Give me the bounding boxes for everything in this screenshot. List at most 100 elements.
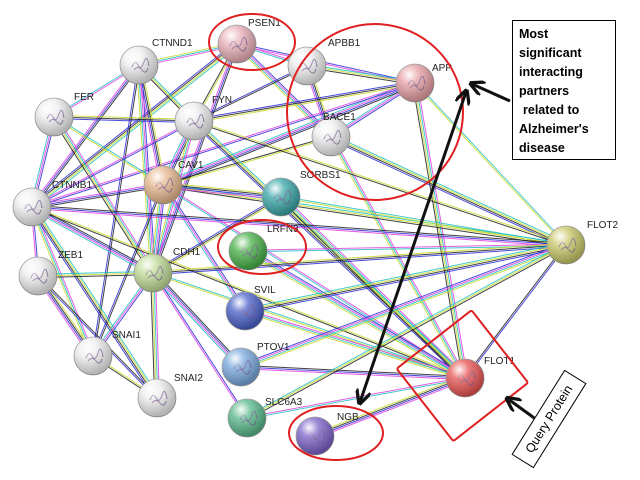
node-slc6a3[interactable]: SLC6A3	[227, 397, 303, 438]
edge-strand	[465, 245, 568, 379]
edge-sorbs1-cdh1	[151, 195, 283, 275]
node-gloss	[144, 166, 182, 204]
edge-ctnnb1-snai1	[30, 206, 95, 357]
edge-strand	[31, 206, 94, 357]
node-ctnnb1[interactable]: CTNNB1	[12, 180, 92, 227]
node-label: CDH1	[173, 247, 201, 258]
edge-cav1-svil	[161, 183, 247, 313]
node-sorbs1[interactable]: SORBS1	[261, 170, 341, 217]
edge-strand	[30, 207, 157, 399]
edge-strand	[29, 208, 156, 400]
node-apbb1[interactable]: APBB1	[287, 38, 361, 86]
edge-strand	[153, 272, 159, 398]
edge-strand	[151, 273, 157, 399]
node-gloss	[288, 47, 326, 85]
edge-strand	[162, 186, 281, 200]
edge-strand	[136, 65, 162, 186]
edge-strand	[32, 205, 154, 273]
annotation-line: Most	[519, 27, 549, 41]
edge-strand	[153, 272, 242, 367]
edge-strand	[163, 183, 466, 378]
highlight-psen1	[208, 13, 296, 71]
node-gloss	[35, 98, 73, 136]
node-gloss	[262, 178, 300, 216]
edge-strand	[247, 245, 568, 420]
edge-strand	[151, 273, 247, 419]
node-flot2[interactable]: FLOT2	[546, 220, 619, 265]
node-lrfn3[interactable]: LRFN3	[228, 224, 299, 271]
edge-ctnnb1-flot2	[31, 204, 567, 248]
node-label: SNAI1	[112, 330, 141, 341]
edge-fyn-flot2	[193, 119, 567, 247]
node-fer[interactable]: FER	[34, 92, 94, 137]
annotation-line: partners	[519, 84, 570, 98]
edge-strand	[161, 185, 245, 313]
annotation-line: related to	[523, 103, 580, 117]
node-flot1[interactable]: FLOT1	[445, 356, 516, 398]
node-gloss	[134, 254, 172, 292]
edge-strand	[162, 185, 281, 199]
edge-strand	[31, 42, 237, 207]
edge-flot1-flot2	[463, 244, 568, 379]
edge-strand	[154, 272, 160, 398]
annotation-line: interacting	[519, 65, 583, 79]
node-bace1[interactable]: BACE1	[311, 112, 356, 157]
edge-strand	[53, 118, 194, 124]
annotation-line: disease	[519, 141, 565, 155]
node-fyn[interactable]: FYN	[174, 95, 232, 141]
node-psen1[interactable]: PSEN1	[217, 18, 281, 64]
node-label: FYN	[212, 95, 232, 106]
edge-strand	[240, 366, 466, 379]
edge-strand	[33, 206, 95, 356]
node-cdh1[interactable]: CDH1	[133, 247, 201, 293]
node-gloss	[446, 359, 484, 397]
edge-strand	[162, 184, 246, 312]
edges-layer	[29, 41, 568, 439]
edge-ctnnb1-cdh1	[30, 204, 155, 276]
node-ptov1[interactable]: PTOV1	[221, 342, 290, 387]
edge-strand	[31, 119, 194, 207]
edge-strand	[139, 64, 155, 273]
edge-strand	[33, 45, 239, 210]
node-app[interactable]: APP	[395, 63, 452, 103]
node-label: SORBS1	[300, 170, 341, 181]
node-gloss	[120, 46, 158, 84]
edge-strand	[163, 182, 282, 196]
node-label: FER	[74, 92, 94, 103]
node-label: ZEB1	[58, 250, 83, 261]
node-cav1[interactable]: CAV1	[143, 160, 204, 205]
node-label: LRFN3	[267, 224, 299, 235]
edge-strand	[152, 196, 282, 274]
node-ctnnd1[interactable]: CTNND1	[119, 38, 193, 85]
node-snai2[interactable]: SNAI2	[137, 373, 203, 418]
edge-strand	[163, 137, 332, 187]
node-gloss	[228, 399, 266, 437]
node-svil[interactable]: SVIL	[225, 285, 276, 331]
edge-strand	[38, 275, 158, 398]
node-gloss	[138, 379, 176, 417]
edge-strand	[32, 44, 238, 209]
edge-strand	[150, 274, 240, 369]
node-snai1[interactable]: SNAI1	[73, 330, 141, 376]
edge-strand	[248, 248, 467, 377]
arrow-to-query-protein	[508, 399, 538, 422]
node-label: BACE1	[323, 112, 356, 123]
node-label: APP	[432, 63, 452, 74]
node-label: FLOT2	[587, 220, 619, 231]
node-zeb1[interactable]: ZEB1	[18, 250, 83, 296]
edge-cav1-sorbs1	[162, 182, 282, 200]
highlight-lrfn3	[217, 219, 307, 275]
edge-strand	[193, 64, 307, 121]
edge-apbb1-fyn	[193, 64, 308, 123]
edge-fer-fyn	[53, 114, 195, 124]
annotation-box: Most significant interacting partners re…	[512, 20, 616, 160]
edge-strand	[91, 184, 163, 356]
edge-strand	[163, 183, 282, 197]
edge-strand	[31, 208, 566, 248]
annotation-line: significant	[519, 46, 582, 60]
edge-strand	[163, 183, 247, 311]
node-ngb[interactable]: NGB	[295, 412, 359, 456]
edge-strand	[236, 44, 331, 138]
edge-strand	[162, 185, 465, 380]
